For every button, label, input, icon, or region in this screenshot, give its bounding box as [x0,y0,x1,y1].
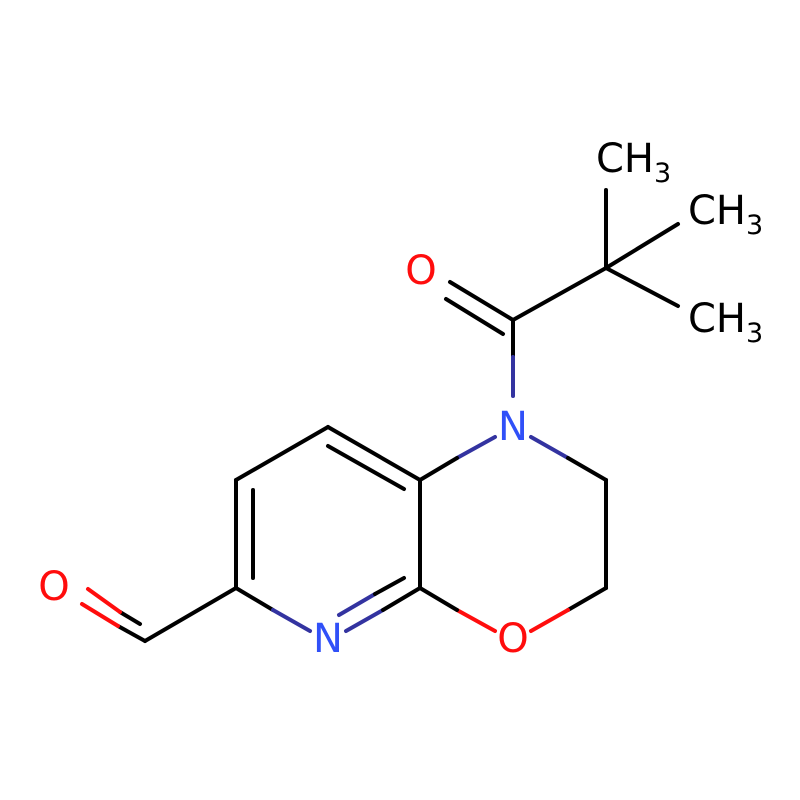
atom-amide-n: N [498,404,528,450]
bond-n-c4a-a [455,435,497,460]
bond-carbonyl-o [448,280,515,322]
bond-carbonyl-cq [511,266,608,322]
bond-c5-c6 [234,425,330,482]
bond-cho-o-b [80,602,120,628]
bond-cho-o-a [116,624,147,643]
bond-n-ch2-b [566,456,608,482]
atom-methyl-3: CH3 [688,296,763,349]
atom-ring-o: O [497,616,528,662]
bond-ch2-o-a [566,586,608,612]
bond-cho-o-double-a [118,610,142,626]
atom-aldehyde-o: O [38,564,69,610]
atom-methyl-2: CH3 [688,188,763,241]
bonds [80,188,680,643]
atom-carbonyl-o: O [405,248,436,294]
bond-cq-methyl3 [604,266,680,308]
atom-methyl-1: CH3 [596,136,671,189]
bond-n-c8a-double-b [373,576,406,596]
bond-n-c8a-double-a [337,592,377,617]
bond-cq-methyl2 [604,222,680,270]
atom-labels: O N O N O CH3 CH3 CH3 [38,136,763,662]
bond-c4a-c5-double [326,444,406,491]
bond-o-c8a-a [455,608,497,633]
bond-carbonyl-o-double [444,297,505,336]
bond-c7-cho [143,586,238,643]
bond-c7-n-a [234,586,275,612]
bond-ch2-o-b [529,608,570,633]
bond-n-ch2-a [529,435,570,460]
bond-c7-n-b [271,608,312,633]
bond-c4a-c5 [326,425,422,482]
bond-n-c8a-a [344,608,385,633]
atom-ring-n: N [313,616,343,662]
bond-o-c8a-b [418,586,459,612]
bond-cho-o-double-b [86,587,122,614]
bond-n-c8a-b [381,586,422,612]
bond-n-c4a-b [418,456,459,482]
